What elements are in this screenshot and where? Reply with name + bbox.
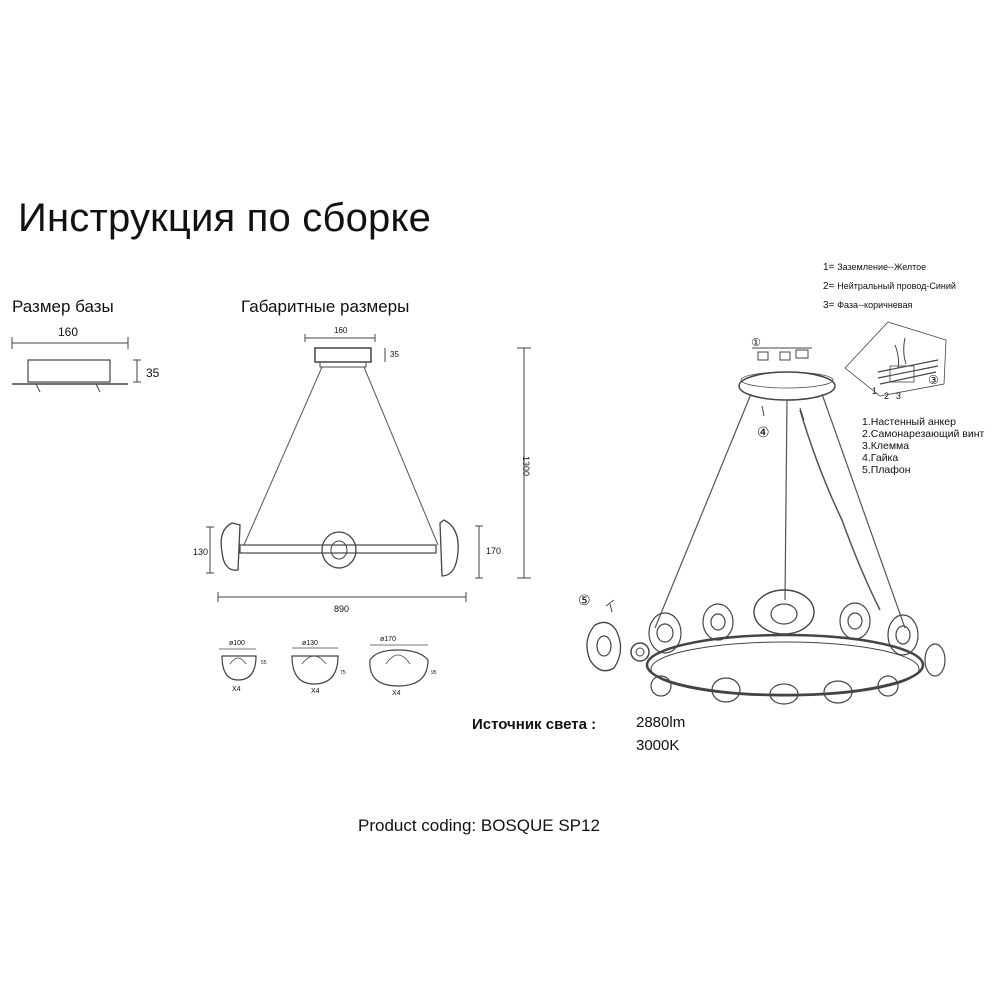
callout-1: ① (751, 337, 761, 349)
shade-small-height: 55 (261, 660, 267, 666)
shade-medium-height: 75 (340, 670, 346, 676)
shade-small-qty: X4 (232, 686, 241, 693)
overall-drawing (206, 334, 531, 602)
right-shade-height-label: 170 (486, 546, 502, 556)
shade-large-height: 95 (431, 670, 437, 676)
wiring-num: 2= (823, 281, 835, 292)
wiring-num: 3= (823, 300, 835, 311)
shade-medium-qty: X4 (311, 688, 320, 695)
parts-list-item: 3.Клемма (862, 440, 910, 452)
canopy-width-label: 160 (334, 326, 348, 335)
callout-3-detail: 3 (896, 391, 902, 401)
shade-large-diameter: ø170 (380, 636, 396, 643)
callout-1-detail: 1 (872, 386, 878, 396)
parts-list-item: 5.Плафон (862, 464, 911, 476)
base-drawing (11, 337, 141, 393)
canopy-height-label: 35 (390, 350, 399, 359)
light-source-label: Источник света : (472, 716, 597, 733)
shade-large-qty: X4 (392, 690, 401, 697)
shade-medium-diameter: ø130 (302, 640, 318, 647)
overall-dimensions-heading: Габаритные размеры (241, 297, 410, 316)
wiring-legend-item-1: 1= Заземление--Желтое (823, 262, 926, 273)
shade-details (219, 644, 429, 687)
wiring-detail (752, 321, 947, 397)
callout-2-detail: 2 (884, 391, 890, 401)
wiring-text: Фаза--коричневая (837, 300, 913, 310)
wiring-legend-item-2: 2= Нейтральный провод-Синий (823, 281, 956, 292)
parts-list-item: 4.Гайка (862, 452, 899, 464)
wiring-text: Заземление--Желтое (837, 262, 927, 272)
page-title: Инструкция по сборке (18, 196, 432, 240)
wiring-legend-item-3: 3= Фаза--коричневая (823, 300, 912, 311)
ring-lamp-drawing (586, 371, 946, 705)
light-source-lumens: 2880lm (636, 714, 686, 731)
shade-small-diameter: ø100 (229, 640, 245, 647)
callout-3: ③ (928, 373, 939, 387)
left-shade-height-label: 130 (193, 547, 209, 557)
wiring-num: 1= (823, 262, 835, 273)
product-coding: Product coding: BOSQUE SP12 (358, 816, 600, 835)
base-size-heading: Размер базы (12, 297, 114, 316)
callout-5: ⑤ (578, 592, 591, 608)
parts-list-item: 1.Настенный анкер (862, 416, 956, 428)
parts-list: 1.Настенный анкер 2.Самонарезающий винт … (862, 416, 984, 476)
base-height-label: 35 (146, 366, 160, 380)
light-source-color-temp: 3000K (636, 737, 680, 754)
base-width-label: 160 (58, 325, 79, 339)
wiring-text: Нейтральный провод-Синий (837, 281, 956, 291)
total-width-label: 890 (334, 604, 350, 614)
callout-4: ④ (757, 424, 770, 440)
parts-list-item: 2.Самонарезающий винт (862, 428, 985, 440)
